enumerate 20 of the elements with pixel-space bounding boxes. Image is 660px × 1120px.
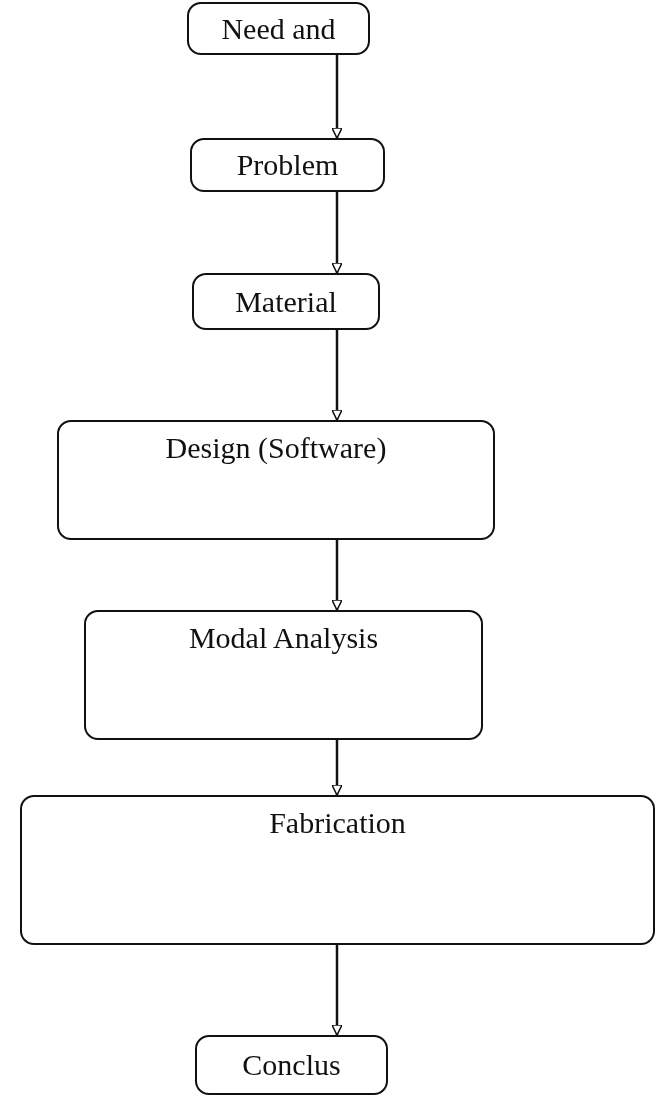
double-arrow xyxy=(331,330,343,421)
box-label: Material xyxy=(235,283,337,320)
box-label: Fabrication xyxy=(269,805,406,841)
process-box xyxy=(192,273,380,330)
double-arrow xyxy=(331,945,343,1036)
process-box xyxy=(20,795,655,945)
double-arrow xyxy=(331,540,343,611)
box-label: Need and xyxy=(221,10,336,47)
double-arrow xyxy=(331,192,343,274)
box-label: Conclus xyxy=(242,1047,341,1083)
process-box xyxy=(57,420,495,540)
process-box xyxy=(84,610,483,740)
process-box xyxy=(195,1035,388,1095)
process-box xyxy=(187,2,370,55)
box-label: Modal Analysis xyxy=(188,620,379,656)
double-arrow xyxy=(331,740,343,796)
process-box xyxy=(190,138,385,192)
double-arrow xyxy=(331,55,343,139)
box-label: Design (Software) xyxy=(165,430,387,466)
box-label: Problem xyxy=(236,147,339,183)
